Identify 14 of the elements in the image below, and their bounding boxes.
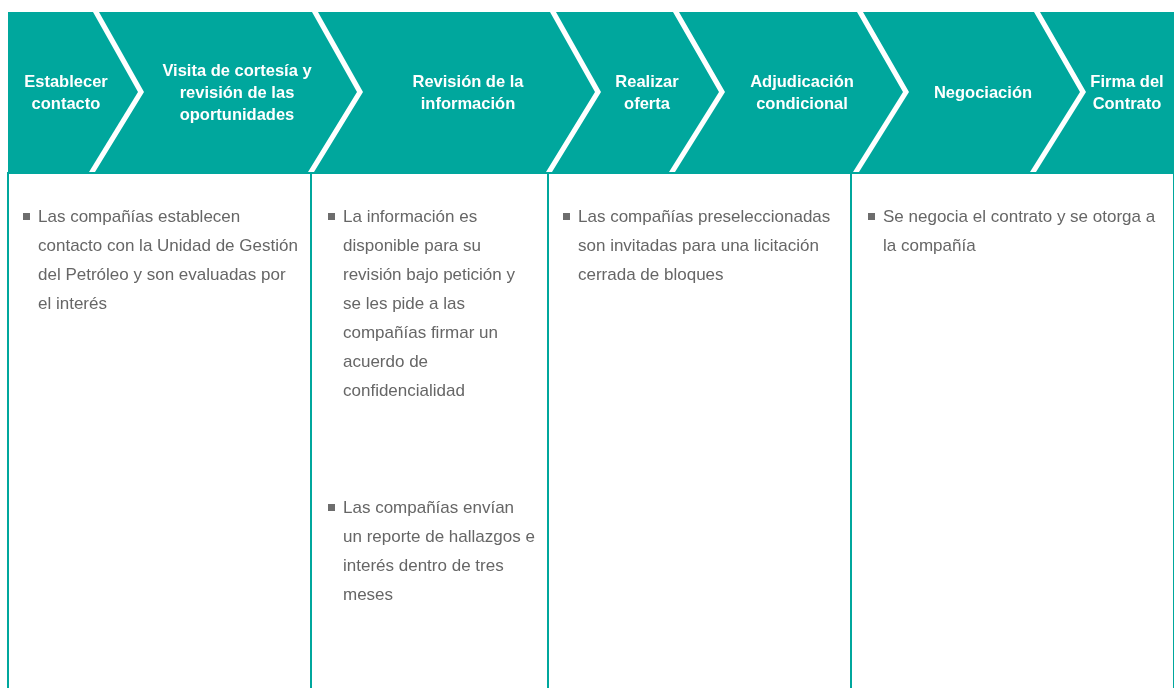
column-panel: [850, 172, 1174, 688]
column-panel: [7, 172, 312, 688]
step-title: Firma del Contrato: [1089, 71, 1165, 114]
step-title: Adjudicación condicional: [749, 71, 855, 114]
step-title: Negociación: [932, 82, 1034, 103]
step-title: Establecer contacto: [23, 71, 109, 114]
bullet-text: La información es disponible para su revisión bajo petición y se les pide a las compañías firmar un acuerdo de confidencialidad: [343, 206, 516, 402]
step-title: Realizar oferta: [614, 71, 680, 114]
bullet-text: Las compañías establecen contacto con la Unidad de Gestión del Petróleo y son evaluadas por el interés: [38, 206, 298, 315]
bullet-text: Las compañías preseleccionadas son invitadas para una licitación cerrada de bloques: [578, 206, 832, 286]
bullet-text: Se negocia el contrato y se otorga a la compañía: [883, 206, 1157, 257]
bullet-text: Las compañías envían un reporte de hallazgos e interés dentro de tres meses: [343, 497, 535, 606]
step-title: Visita de cortesía y revisión de las oportunidades: [161, 60, 313, 125]
step-title: Revisión de la información: [411, 71, 525, 114]
